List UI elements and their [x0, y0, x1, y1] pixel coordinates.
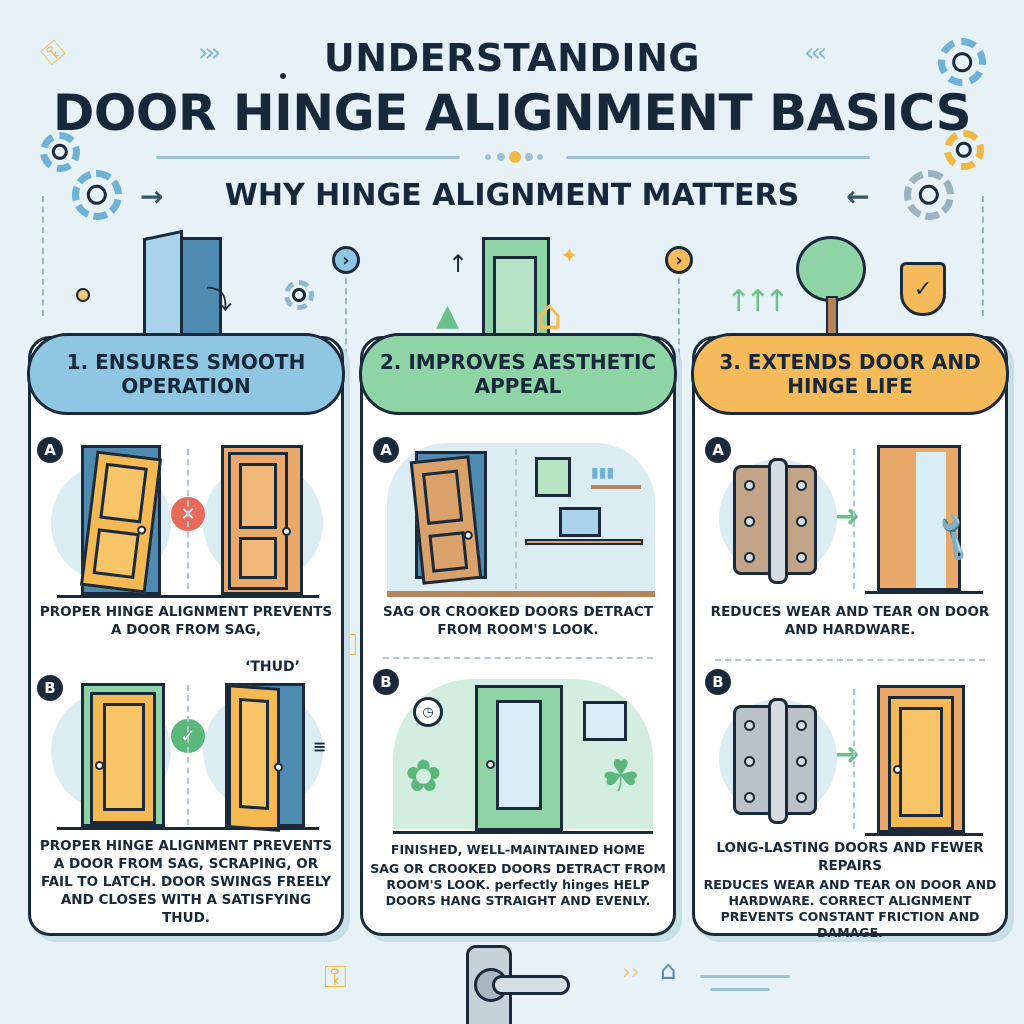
- comparison-divider: [853, 449, 855, 589]
- panel-header: 2. IMPROVES AESTHETIC APPEAL: [359, 333, 677, 415]
- floor-line: [57, 595, 319, 598]
- frame-dashline-right: [982, 196, 984, 316]
- section-badge-b: B: [37, 675, 63, 701]
- gear-icon: [284, 280, 314, 310]
- section-b-caption: REDUCES WEAR AND TEAR ON DOOR AND HARDWA…: [703, 877, 997, 940]
- frame-dashline-left: [42, 196, 44, 316]
- impact-lines-icon: ≡: [313, 737, 327, 756]
- door-handle-lever: [492, 975, 570, 995]
- section-b-caption: PROPER HINGE ALIGNMENT PREVENTS A DOOR F…: [39, 838, 333, 926]
- section-badge-b: B: [373, 669, 399, 695]
- section-badge-a: A: [705, 437, 731, 463]
- section-divider: [383, 657, 653, 659]
- divider-dot: [525, 153, 533, 161]
- page-title-line1: UNDERSTANDING: [323, 36, 701, 80]
- connector-dashline: [678, 278, 680, 928]
- arrow-up-icon: ↑: [448, 250, 469, 278]
- swing-arrow-icon: ⤵: [206, 286, 233, 316]
- green-door-illustration: [482, 237, 550, 347]
- floor-line: [57, 827, 319, 830]
- divider-dot: [497, 153, 505, 161]
- picture-frame-icon: [535, 457, 571, 497]
- slider-knob-deco: [76, 288, 90, 302]
- section-subtitle: WHY HINGE ALIGNMENT MATTERS: [224, 178, 800, 213]
- chevron-connector-2: ›: [665, 246, 693, 274]
- gear-icon: [944, 130, 984, 170]
- arrow-right-icon: →: [140, 180, 164, 213]
- panel-header: 1. ENSURES SMOOTH OPERATION: [27, 333, 345, 415]
- shield-check-icon: ✓: [900, 262, 946, 316]
- title-divider-right: [566, 156, 870, 159]
- chevron-connector-1: ›: [332, 246, 360, 274]
- panel-header: 3. EXTENDS DOOR AND HINGE LIFE: [691, 333, 1009, 415]
- title-divider-left: [156, 156, 460, 159]
- potted-plant-icon: ✿: [405, 751, 442, 802]
- bottom-deco-line: [700, 975, 790, 978]
- gear-icon: [40, 132, 80, 172]
- floor-line: [865, 591, 983, 594]
- panel-door-hinge-life: 3. EXTENDS DOOR AND HINGE LIFE A ➜ 🔧 RED…: [691, 333, 1009, 940]
- glass-door-illustration: [475, 685, 563, 831]
- bookshelf-icon: ▮▮▮: [591, 465, 641, 489]
- key-icon: ⚿: [324, 960, 347, 995]
- thud-sound-label: ‘THUD’: [245, 659, 300, 675]
- crooked-door-illustration: [409, 451, 487, 585]
- section-a-caption: PROPER HINGE ALIGNMENT PREVENTS A DOOR F…: [39, 604, 333, 638]
- floor-line: [387, 591, 655, 597]
- section-a-caption: REDUCES WEAR AND TEAR ON DOOR AND HARDWA…: [710, 604, 990, 638]
- chevrons-deco: ››: [622, 960, 640, 985]
- arrow-right-icon: ➜: [835, 737, 861, 772]
- cracked-door-illustration: [877, 445, 961, 591]
- arrow-left-icon: ←: [846, 180, 870, 213]
- chevrons-right-deco: ‹‹‹: [804, 38, 827, 68]
- healthy-door-illustration: [877, 685, 965, 833]
- section-b-caption-title: FINISHED, WELL-MAINTAINED HOME: [390, 842, 646, 857]
- tree-illustration: [796, 236, 866, 302]
- closed-door-illustration: [81, 683, 165, 827]
- arrow-right-icon: ➜: [835, 499, 861, 534]
- section-a-caption: SAG OR CROOKED DOORS DETRACT FROM ROOM'S…: [383, 604, 653, 638]
- connector-dashline: [345, 278, 347, 928]
- panel-aesthetic-appeal: 2. IMPROVES AESTHETIC APPEAL A ▮▮▮ SAG O…: [359, 333, 677, 936]
- divider-dot: [537, 154, 543, 160]
- divider-dot: [485, 154, 491, 160]
- growth-arrows-icon: ↑↑↑: [726, 284, 789, 319]
- tree-icon: ▲: [436, 298, 460, 333]
- aligned-door-illustration: [221, 445, 303, 595]
- clock-icon: ◷: [413, 697, 443, 727]
- section-divider: [715, 659, 985, 661]
- gear-icon: [938, 38, 986, 86]
- landscape-picture-icon: [583, 701, 627, 741]
- comparison-divider: [853, 689, 855, 829]
- house-illustration: ⌂: [536, 290, 563, 339]
- closing-door-illustration: [225, 683, 305, 832]
- monitor-icon: [559, 507, 601, 537]
- sagging-door-illustration: [79, 445, 163, 595]
- open-door-illustration: [143, 229, 222, 355]
- page-title-line2: DOOR HINGE ALIGNMENT BASICS: [52, 84, 972, 142]
- gear-icon: [904, 170, 954, 220]
- divider-dot-accent: [509, 151, 521, 163]
- sparkle-icon: ✦: [560, 244, 579, 269]
- comparison-divider: [187, 449, 189, 589]
- potted-plant-icon: ☘: [601, 751, 641, 802]
- bottom-deco-line: [710, 988, 770, 991]
- chevrons-left-deco: ›››: [198, 38, 221, 68]
- gear-icon: [72, 170, 122, 220]
- desk-icon: [525, 539, 643, 545]
- floor-line: [865, 833, 983, 836]
- new-hinge-illustration: [733, 698, 817, 824]
- panel-smooth-operation: 1. ENSURES SMOOTH OPERATION A ✕ PROPER H…: [27, 333, 345, 936]
- section-badge-a: A: [37, 437, 63, 463]
- section-b-caption-title: LONG-LASTING DOORS AND FEWER REPAIRS: [716, 840, 984, 874]
- comparison-divider: [187, 685, 189, 825]
- house-icon: ⌂: [660, 956, 677, 986]
- floor-line: [393, 831, 653, 834]
- comparison-divider: [515, 449, 517, 589]
- section-badge-b: B: [705, 669, 731, 695]
- worn-hinge-illustration: [733, 458, 817, 584]
- section-badge-a: A: [373, 437, 399, 463]
- section-b-caption: SAG OR CROOKED DOORS DETRACT FROM ROOM'S…: [370, 861, 666, 908]
